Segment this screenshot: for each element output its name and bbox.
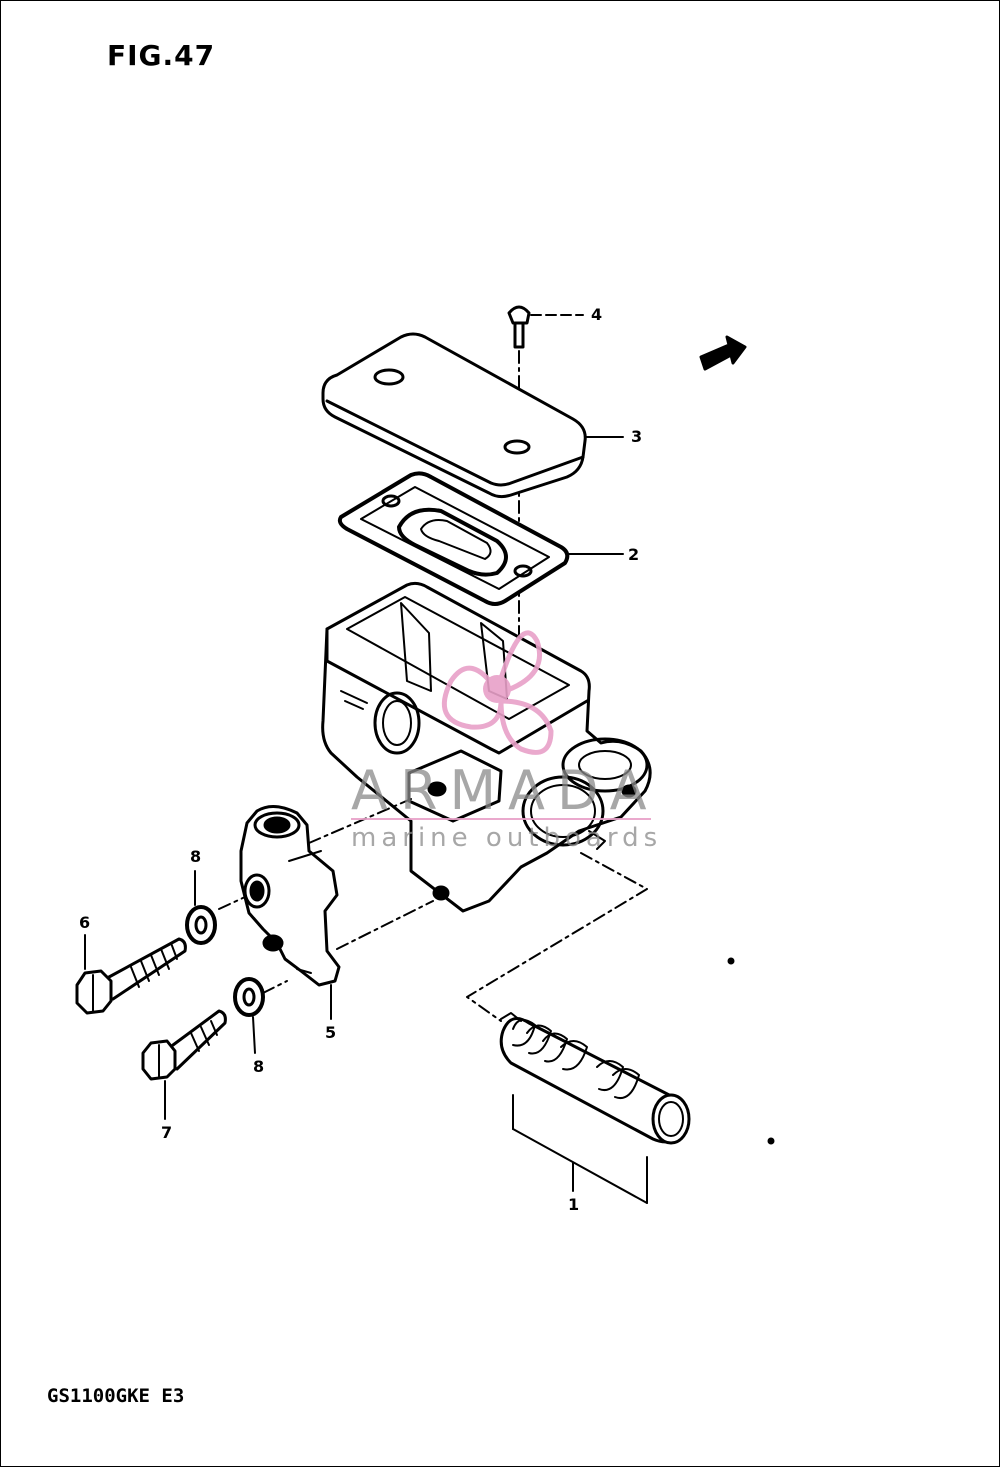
callout-1: 1 [568,1195,580,1214]
master-cylinder-body [321,581,652,913]
part-1-bracket [512,1094,648,1204]
figure-title: FIG.47 [107,39,216,72]
short-bolt-part [141,1009,227,1081]
callout-3: 3 [631,427,643,446]
callout-7: 7 [161,1123,173,1142]
watermark-logo [351,630,651,820]
callout-4: 4 [591,305,603,324]
screw-part [507,305,531,349]
diaphragm-part [337,471,570,606]
model-code: GS1100GKE E3 [47,1385,185,1407]
callout-8-upper: 8 [190,847,202,866]
callout-6: 6 [79,913,91,932]
reservoir-cap-part [321,332,587,499]
long-bolt-part [75,937,187,1015]
washer-part-upper [185,905,217,945]
watermark-brand: ARMADA [351,759,659,822]
lever-holder-part [239,805,341,987]
washer-part-lower [233,977,265,1017]
callout-8-lower: 8 [253,1057,265,1076]
callout-2: 2 [628,545,640,564]
callout-5: 5 [325,1023,337,1042]
forward-arrow-icon [699,335,747,371]
piston-set-part [499,1012,691,1145]
watermark-tagline: marine outboards [351,823,663,853]
